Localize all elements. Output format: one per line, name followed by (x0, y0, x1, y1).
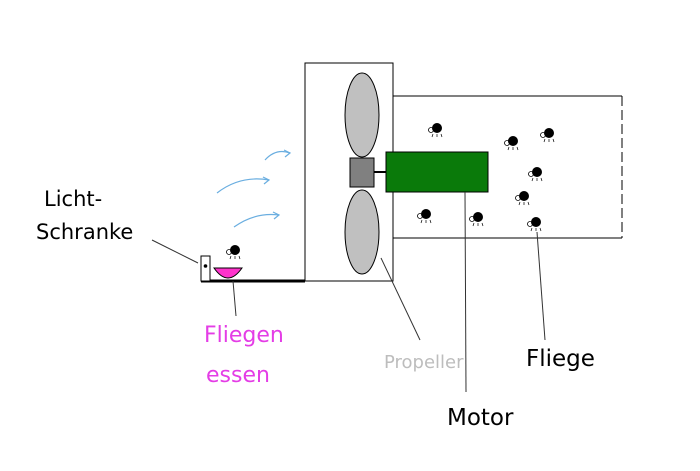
airflow-arrows (216, 149, 292, 228)
fly-tube (392, 95, 623, 239)
label-fliege: Fliege (526, 346, 595, 372)
leader-fliegen-essen (232, 280, 237, 317)
motor-body (385, 151, 489, 193)
leader-lichtschranke (151, 239, 199, 264)
airflow-arrow-3-head (272, 211, 281, 220)
label-fliegen-essen-line2: essen (206, 363, 270, 388)
fly-icon (469, 212, 484, 227)
leader-propeller (380, 257, 421, 341)
propeller-blade-bottom (344, 189, 380, 275)
fly-icon (540, 128, 555, 143)
label-fliegen-essen-line1: Fliegen (204, 323, 284, 348)
leader-fliege (536, 231, 546, 341)
fly-icon (515, 191, 530, 206)
flies (226, 123, 555, 260)
label-lichtschranke-line1: Licht- (44, 187, 102, 211)
label-propeller: Propeller (384, 352, 464, 373)
food-bowl (213, 267, 243, 279)
leader-lines (151, 191, 546, 393)
label-motor: Motor (447, 405, 514, 431)
airflow-arrow-3 (233, 213, 280, 228)
light-barrier-sensor (200, 255, 211, 282)
fly-icon (528, 167, 543, 182)
propeller-hub (349, 157, 375, 188)
fly-icon (504, 136, 519, 151)
fly-icon (428, 123, 443, 138)
fly-icon (417, 209, 432, 224)
fly-icon (226, 245, 241, 260)
airflow-arrow-1-head (283, 149, 292, 158)
light-barrier-lens (203, 264, 208, 268)
label-lichtschranke-line2: Schranke (36, 220, 133, 244)
propeller-blade-top (344, 72, 380, 158)
fly-icon (527, 217, 542, 232)
airflow-arrow-2 (216, 178, 270, 194)
leader-motor (464, 191, 467, 393)
airflow-arrow-2-head (262, 176, 271, 185)
